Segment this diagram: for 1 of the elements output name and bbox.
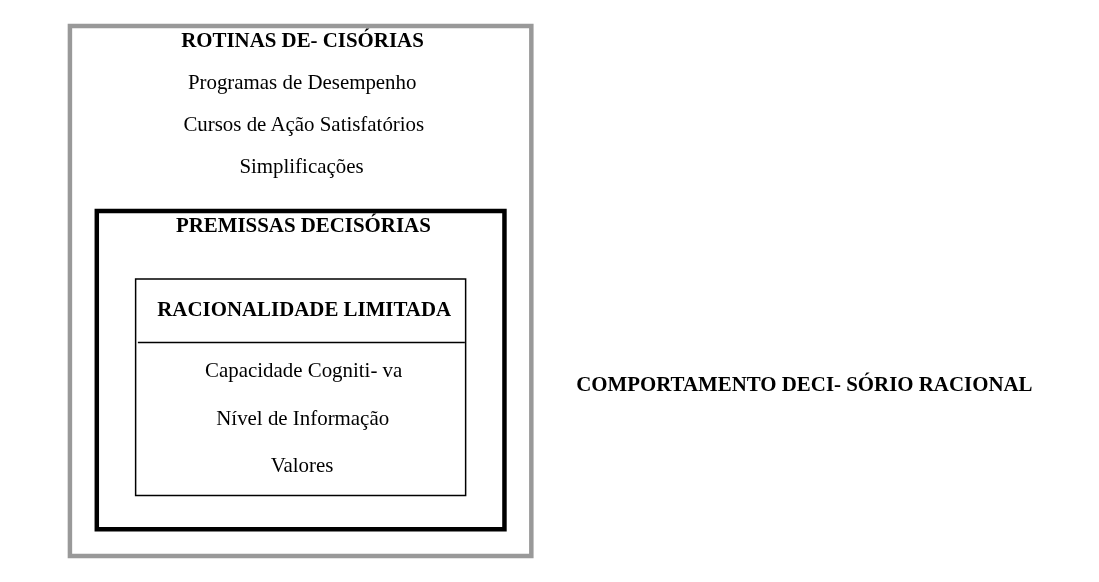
label: COMPORTAMENTO DECI- SÓRIO RACIONAL	[575, 372, 1033, 397]
